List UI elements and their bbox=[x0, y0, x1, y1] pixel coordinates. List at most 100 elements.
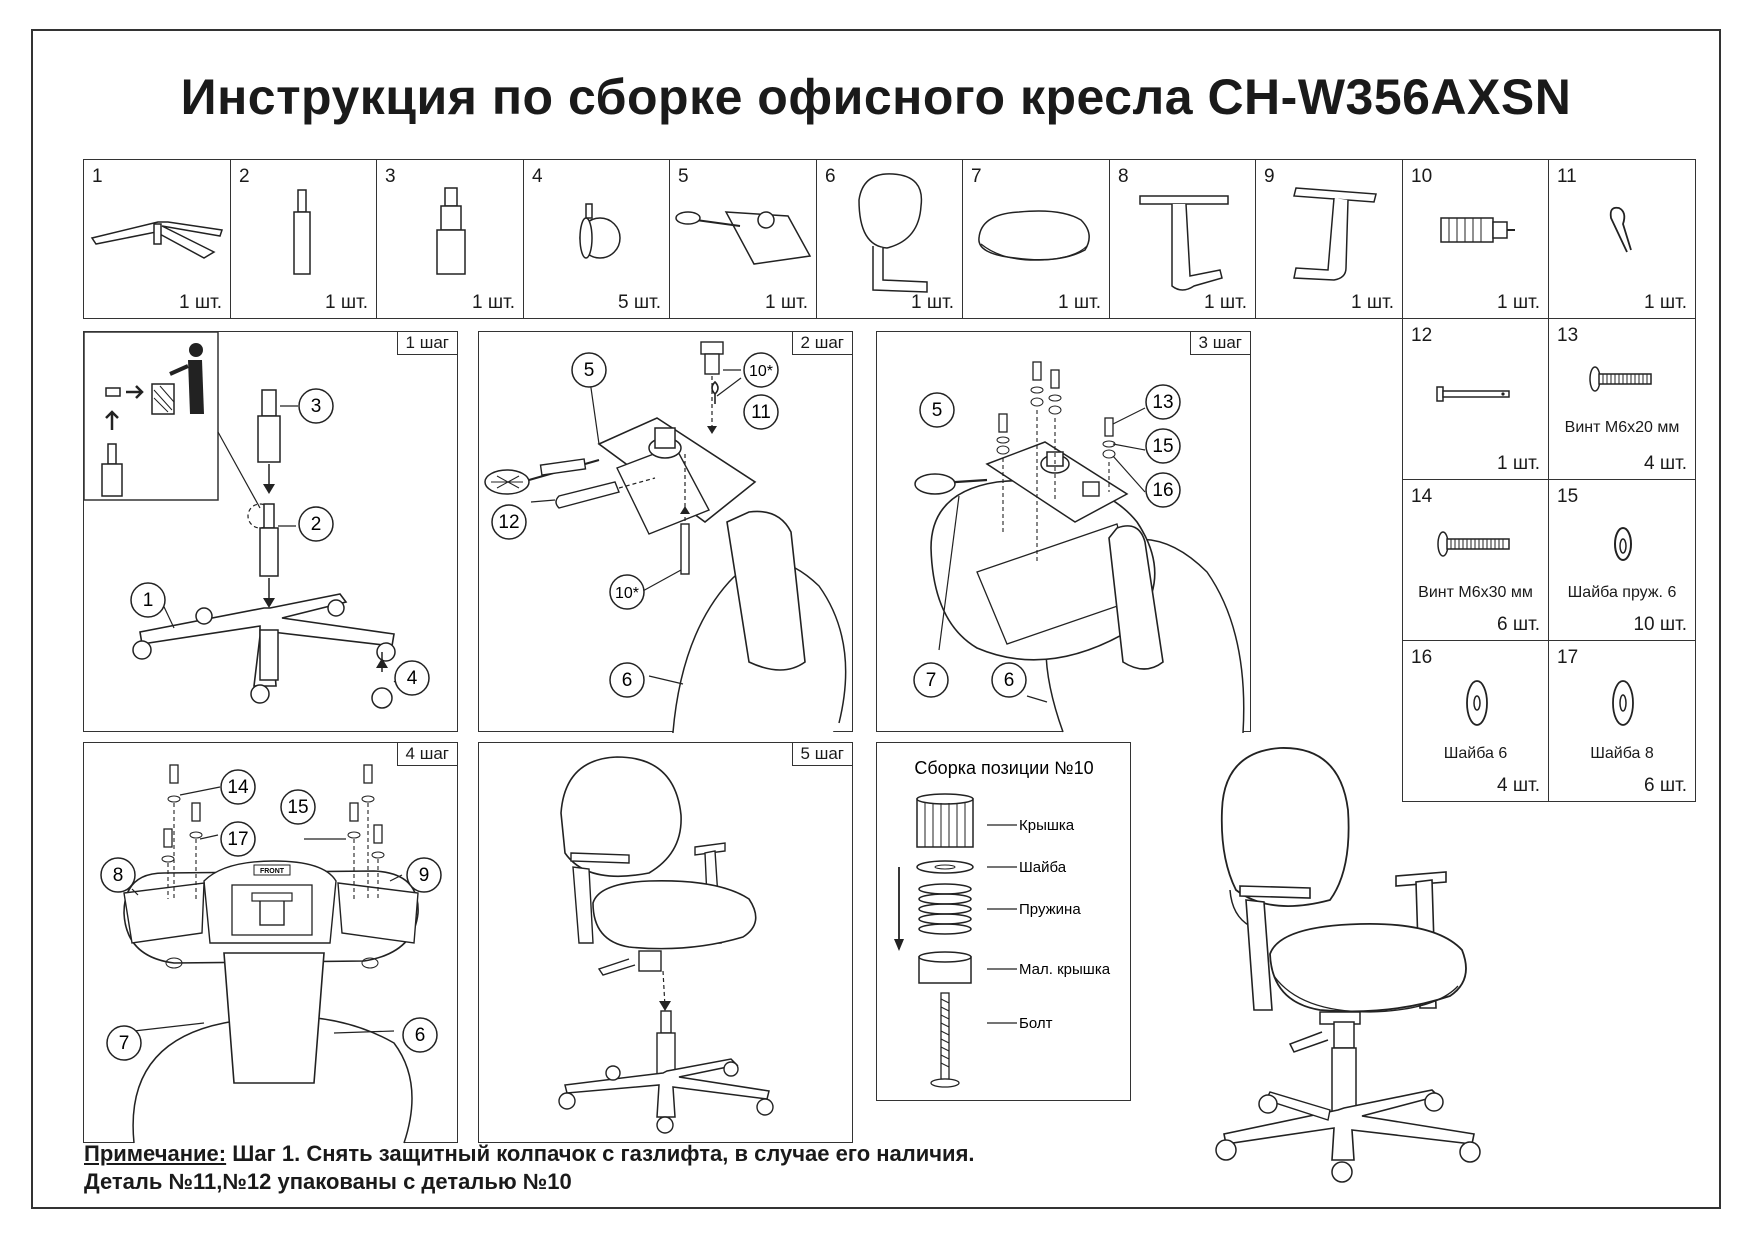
callout-circle bbox=[571, 352, 607, 388]
assembly-label-bolt: Болт bbox=[1019, 1015, 1053, 1032]
part-cell-8: 8 1 шт. bbox=[1109, 159, 1256, 319]
part-cell-14: 14 Винт М6х30 мм 6 шт. bbox=[1402, 479, 1549, 641]
callout-circle bbox=[220, 821, 256, 857]
gas-lift-icon bbox=[293, 189, 311, 275]
callout-label: 10* bbox=[615, 585, 639, 602]
callout-label: 4 bbox=[407, 668, 418, 689]
callout-label: 5 bbox=[584, 360, 595, 381]
step-5-illustration bbox=[558, 756, 774, 1134]
part-quantity: 1 шт. bbox=[472, 292, 515, 313]
callout-label: 1 bbox=[143, 590, 154, 611]
part-number: 1 bbox=[92, 166, 103, 187]
callout-label: 8 bbox=[113, 865, 124, 886]
part-cell-9: 9 1 шт. bbox=[1255, 159, 1403, 319]
callout-circle bbox=[1145, 428, 1181, 464]
base-icon bbox=[90, 221, 223, 259]
callout-label: 6 bbox=[1004, 670, 1015, 691]
callout-circle bbox=[743, 352, 779, 388]
callout-circle bbox=[394, 660, 430, 696]
callout-label: 16 bbox=[1152, 480, 1173, 501]
screws-stack bbox=[996, 361, 1116, 562]
part-cell-10: 10 1 шт. bbox=[1402, 159, 1549, 319]
callout-circle bbox=[280, 789, 316, 825]
callout-circle bbox=[130, 582, 166, 618]
step-3-panel: 5 13 15 16 7 6 3 шаг bbox=[876, 331, 1251, 733]
callout-label: 17 bbox=[227, 829, 248, 850]
callout-circle bbox=[220, 769, 256, 805]
callout-circle bbox=[491, 504, 527, 540]
star-base bbox=[132, 593, 396, 704]
part-quantity: 1 шт. bbox=[765, 292, 808, 313]
part-quantity: 1 шт. bbox=[1497, 453, 1540, 474]
left-armrest-icon bbox=[1139, 195, 1229, 291]
callout-circle bbox=[913, 662, 949, 698]
callout-label: 14 bbox=[227, 777, 249, 798]
caster-icon bbox=[579, 203, 621, 259]
part-number: 15 bbox=[1557, 486, 1579, 507]
callout-circle bbox=[406, 857, 442, 893]
part-cell-1: 1 1 шт. bbox=[83, 159, 231, 319]
step-5-panel: 5 шаг bbox=[478, 742, 853, 1143]
trash-bin-icon bbox=[151, 343, 204, 415]
page-title: Инструкция по сборке офисного кресла CH-… bbox=[180, 69, 1572, 125]
callout-label: 15 bbox=[1152, 436, 1173, 457]
part-quantity: 5 шт. bbox=[618, 292, 661, 313]
part-caption: Шайба пруж. 6 bbox=[1567, 584, 1677, 601]
part-quantity: 4 шт. bbox=[1497, 775, 1540, 796]
part-number: 6 bbox=[825, 166, 836, 187]
part-number: 9 bbox=[1264, 166, 1275, 187]
part-quantity: 4 шт. bbox=[1644, 453, 1687, 474]
callout-label: 15 bbox=[287, 797, 308, 818]
callout-circle bbox=[298, 388, 334, 424]
callout-circle bbox=[609, 662, 645, 698]
step-label: 2 шаг bbox=[791, 332, 852, 355]
part-quantity: 1 шт. bbox=[1644, 292, 1687, 313]
step-label: 5 шаг bbox=[791, 743, 852, 766]
part-cell-4: 4 5 шт. bbox=[523, 159, 670, 319]
part-number: 10 bbox=[1411, 166, 1433, 187]
callout-label: 6 bbox=[415, 1025, 426, 1046]
assembly-10-illustration: Сборка позиции №10 Крышка Шайба Пружина … bbox=[894, 758, 1111, 1088]
part-number: 14 bbox=[1411, 486, 1433, 507]
part-number: 5 bbox=[678, 166, 689, 187]
part-number: 16 bbox=[1411, 647, 1433, 668]
part-quantity: 1 шт. bbox=[325, 292, 368, 313]
callout-circle bbox=[743, 394, 779, 430]
front-label: FRONT bbox=[260, 868, 285, 875]
part-caption: Шайба 8 bbox=[1590, 745, 1654, 762]
part-cell-11: 11 1 шт. bbox=[1548, 159, 1696, 319]
callout-label: 7 bbox=[926, 670, 937, 691]
step-label: 1 шаг bbox=[396, 332, 457, 355]
assembly-10-title: Сборка позиции №10 bbox=[914, 758, 1093, 778]
part-number: 4 bbox=[532, 166, 543, 187]
part-cell-2: 2 1 шт. bbox=[230, 159, 377, 319]
callout-label: 10* bbox=[749, 363, 773, 380]
part-quantity: 1 шт. bbox=[1351, 292, 1394, 313]
callout-label: 5 bbox=[932, 400, 943, 421]
note-line-2: Деталь №11,№12 упакованы с деталью №10 bbox=[84, 1169, 572, 1194]
part-quantity: 1 шт. bbox=[911, 292, 954, 313]
part-caption: Винт М6х20 мм bbox=[1564, 419, 1680, 436]
part-quantity: 10 шт. bbox=[1633, 614, 1687, 635]
right-armrest-icon bbox=[1293, 187, 1377, 281]
part-number: 12 bbox=[1411, 325, 1433, 346]
part-number: 2 bbox=[239, 166, 250, 187]
callout-circle bbox=[298, 506, 334, 542]
callout-circle bbox=[100, 857, 136, 893]
part-caption: Шайба 6 bbox=[1443, 745, 1508, 762]
callout-circle bbox=[609, 574, 645, 610]
callout-circle bbox=[1145, 472, 1181, 508]
part-number: 13 bbox=[1557, 325, 1579, 346]
part-cell-15: 15 Шайба пруж. 6 10 шт. bbox=[1548, 479, 1696, 641]
callout-circle bbox=[106, 1025, 142, 1061]
callout-circle bbox=[1145, 384, 1181, 420]
step-label: 3 шаг bbox=[1189, 332, 1250, 355]
callout-circle bbox=[402, 1017, 438, 1053]
assembly-10-panel: Сборка позиции №10 Крышка Шайба Пружина … bbox=[876, 742, 1131, 1101]
callout-label: 9 bbox=[419, 865, 430, 886]
callout-label: 13 bbox=[1152, 392, 1173, 413]
step-label: 4 шаг bbox=[396, 743, 457, 766]
part-cell-13: 13 Винт М6х20 мм 4 шт. bbox=[1548, 318, 1696, 480]
